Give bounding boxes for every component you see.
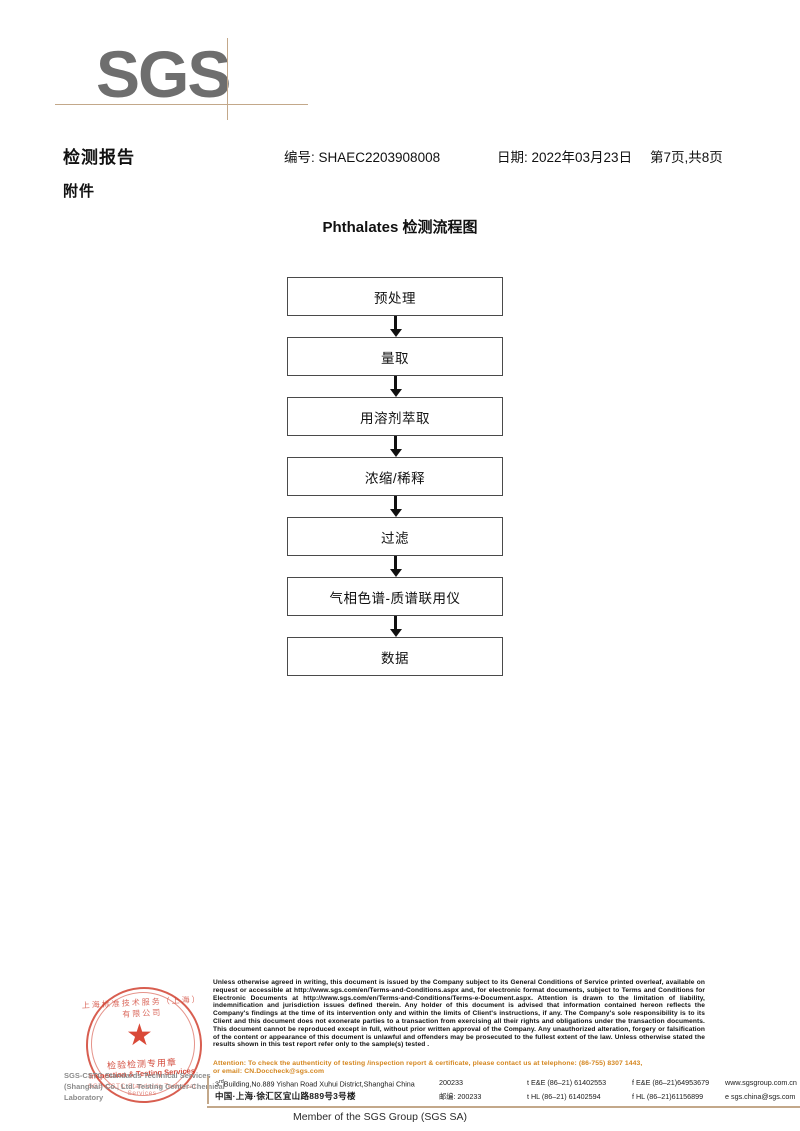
flow-arrow-down-icon (287, 556, 503, 577)
fax-hl: f HL (86–21)61156899 (632, 1092, 704, 1101)
address-row-english: 3rdBuilding,No.889 Yishan Road Xuhui Dis… (215, 1076, 800, 1090)
street-number-prefix: 3 (215, 1079, 219, 1089)
address-divider (207, 1076, 209, 1104)
flow-node: 用溶剂萃取 (287, 397, 503, 436)
street-name-en: Building,No.889 Yishan Road Xuhui Distri… (223, 1079, 415, 1089)
attention-line-2: or email: CN.Doccheck@sgs.com (213, 1068, 325, 1076)
telephone-hl: t HL (86–21) 61402594 (527, 1092, 601, 1101)
sgs-logo-text: SGS (96, 37, 231, 111)
footer-divider (207, 1106, 800, 1108)
flow-node: 浓缩/稀释 (287, 457, 503, 496)
star-icon: ★ (126, 1019, 153, 1052)
flow-node: 气相色谱-质谱联用仪 (287, 577, 503, 616)
attention-notice: Attention: To check the authenticity of … (213, 1060, 713, 1077)
laboratory-name: SGS-CSTC Standards Technical Services (S… (64, 1071, 225, 1102)
document-header: 检测报告 编号: SHAEC2203908008 日期: 2022年03月23日… (0, 143, 800, 167)
telephone-ee: t E&E (86–21) 61402553 (527, 1078, 607, 1087)
email-link[interactable]: e sgs.china@sgs.com (725, 1092, 796, 1101)
address-block: 3rdBuilding,No.889 Yishan Road Xuhui Dis… (207, 1075, 800, 1105)
street-name-cn: 中国·上海·徐汇区宜山路889号3号楼 (215, 1091, 356, 1101)
postcode-en: 200233 (439, 1078, 463, 1087)
flow-arrow-down-icon (287, 376, 503, 397)
report-date: 日期: 2022年03月23日 (497, 150, 633, 165)
flow-arrow-down-icon (287, 316, 503, 337)
official-stamp: 上海标准技术服务（上海）有限公司 ★ 检验检测专用章 Inspection & … (78, 983, 206, 1111)
page-indicator: 第7页,共8页 (650, 150, 723, 165)
member-statement: Member of the SGS Group (SGS SA) (293, 1111, 467, 1123)
fax-ee: f E&E (86–21)64953679 (632, 1078, 710, 1087)
flow-node: 数据 (287, 637, 503, 676)
flow-node: 预处理 (287, 277, 503, 316)
logo-vertical-rule (227, 38, 228, 120)
flowchart: 预处理 量取 用溶剂萃取 浓缩/稀释 过滤 气相色谱-质谱联用仪 数据 (287, 277, 503, 676)
postcode-cn-value: 200233 (457, 1092, 482, 1101)
logo-horizontal-rule (55, 104, 308, 105)
flow-node: 量取 (287, 337, 503, 376)
postcode-cn: 邮编: 200233 (439, 1090, 481, 1103)
report-number: 编号: SHAEC2203908008 (284, 150, 441, 165)
stamp-arc-bottom-text: SGS-CSTC Standards Technical Services (88, 1083, 196, 1097)
website-link[interactable]: www.sgsgroup.com.cn (725, 1078, 797, 1087)
sgs-logo: SGS (55, 37, 308, 120)
flow-arrow-down-icon (287, 616, 503, 637)
postcode-cn-label: 邮编: (439, 1092, 456, 1101)
address-street-en: 3rdBuilding,No.889 Yishan Road Xuhui Dis… (215, 1076, 415, 1090)
legal-terms-text: Unless otherwise agreed in writing, this… (213, 979, 705, 1049)
flow-arrow-down-icon (287, 496, 503, 517)
flow-node: 过滤 (287, 517, 503, 556)
flow-arrow-down-icon (287, 436, 503, 457)
address-row-chinese: 中国·上海·徐汇区宜山路889号3号楼 邮编: 200233 t HL (86–… (215, 1090, 800, 1104)
document-footer: 上海标准技术服务（上海）有限公司 ★ 检验检测专用章 Inspection & … (0, 975, 800, 1131)
page-title: 检测报告 (63, 148, 135, 167)
street-number-suffix: rd (219, 1079, 224, 1085)
attention-line-1: Attention: To check the authenticity of … (213, 1060, 643, 1067)
flowchart-title: Phthalates 检测流程图 (322, 219, 478, 236)
attachment-label: 附件 (63, 183, 96, 200)
